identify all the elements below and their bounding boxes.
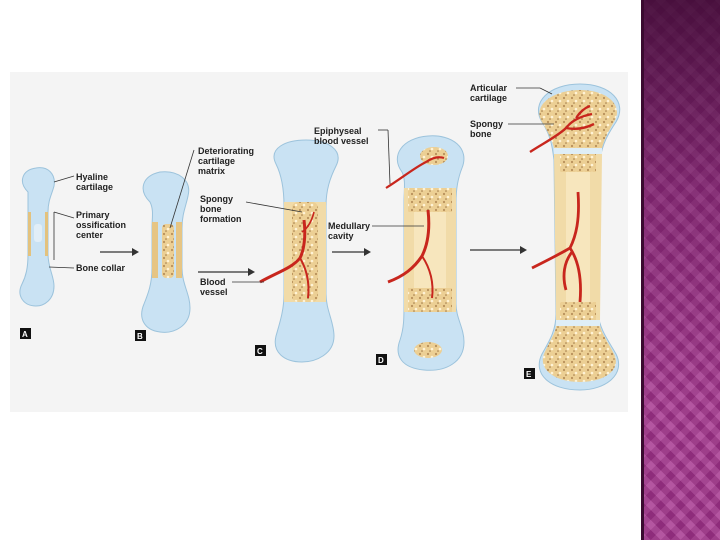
stage-d-badge: D <box>376 354 387 365</box>
stage-a-badge: A <box>20 328 31 339</box>
stage-e-bone <box>529 83 621 391</box>
svg-text:A: A <box>22 330 28 339</box>
stage-a-bone <box>19 167 55 307</box>
arrow-d-e <box>470 246 527 254</box>
stage-b-bone <box>141 171 191 333</box>
stage-c-bone <box>259 139 339 363</box>
svg-text:Bone collar: Bone collar <box>76 263 126 273</box>
svg-text:D: D <box>378 356 384 365</box>
bone-collar-label: Bone collar <box>48 263 126 273</box>
stage-c-badge: C <box>255 345 266 356</box>
arrow-b-c <box>198 268 255 276</box>
svg-text:C: C <box>257 347 263 356</box>
decorative-sidebar <box>641 0 720 540</box>
stage-d-bone <box>385 135 465 371</box>
stage-e-badge: E <box>524 368 535 379</box>
svg-text:E: E <box>526 370 532 379</box>
stage-b-badge: B <box>135 330 146 341</box>
arrow-c-d <box>332 248 371 256</box>
svg-text:B: B <box>137 332 143 341</box>
arrow-a-b <box>100 248 139 256</box>
